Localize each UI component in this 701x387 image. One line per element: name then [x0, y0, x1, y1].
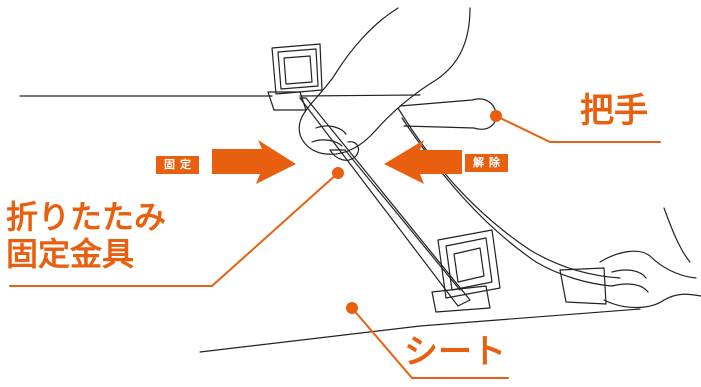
- fix-arrow-icon: [212, 140, 296, 184]
- handle-tube: [399, 98, 497, 130]
- handle-dot: [490, 110, 502, 122]
- folding-fixture-label: 折りたたみ 固定金具: [6, 199, 166, 273]
- sheet-leader: [351, 307, 509, 379]
- release-tag: 解除: [465, 154, 508, 172]
- fix-tag: 固定: [156, 156, 199, 174]
- sheet-edge: [397, 107, 621, 279]
- sheet-label: シート: [404, 332, 506, 372]
- sheet-dot: [346, 302, 358, 314]
- fold-dot: [332, 167, 344, 179]
- handle-label: 把手: [580, 91, 648, 131]
- folding-fixture-label-line1: 折りたたみ: [6, 198, 167, 236]
- floor-line-near: [199, 308, 641, 353]
- folding-fixture-label-line2: 固定金具: [6, 234, 135, 273]
- near-roll: [559, 267, 607, 305]
- fold-leader: [9, 172, 339, 287]
- frame-bar: [299, 97, 471, 307]
- release-arrow-icon: [384, 140, 462, 184]
- near-bracket: [431, 229, 501, 313]
- lower-hand: [599, 207, 701, 309]
- floor-line-far: [19, 94, 421, 97]
- upper-hand: [298, 7, 471, 161]
- handle-leader: [495, 115, 661, 143]
